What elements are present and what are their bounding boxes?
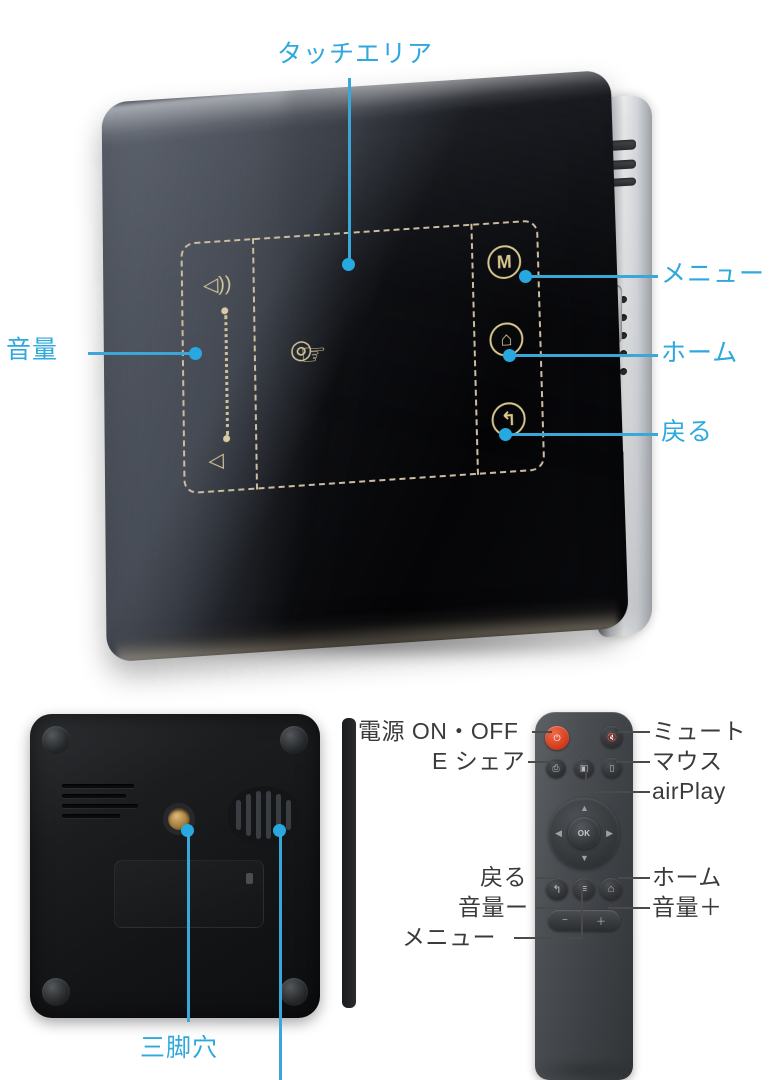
base-view-edge-sliver: [342, 718, 356, 1008]
rubber-foot: [280, 978, 308, 1006]
vent-callout-dot: [273, 824, 286, 837]
projector-top-view: ◁)) ◁ ☞ ◎ M ⌂ ↰ タッチエリア 音量 メニュー ホーム: [0, 0, 777, 680]
tripod-callout-dot: [181, 824, 194, 837]
volume-down-label: 音量ー: [458, 894, 529, 920]
touch-area-leader: [348, 78, 351, 263]
volume-up-label: 音量＋: [652, 894, 723, 920]
remote-menu-leader-h: [514, 937, 582, 939]
door-latch: [246, 873, 253, 884]
remote-ok-button[interactable]: OK: [568, 817, 600, 849]
mouse-leader: [616, 761, 650, 763]
rubber-foot: [42, 978, 70, 1006]
menu-label: メニュー: [661, 260, 766, 288]
remote-dpad[interactable]: ▲ ▼ ◀ ▶ OK: [549, 798, 619, 868]
remote-home-button[interactable]: ⌂: [600, 878, 622, 900]
power-on-off-label: 電源 ON・OFF: [358, 718, 519, 744]
device-base-body: [30, 714, 320, 1018]
touch-area-label: タッチエリア: [277, 40, 434, 68]
remote-eshare-button[interactable]: ⎙: [546, 758, 566, 778]
eshare-leader: [528, 761, 554, 763]
remote-back-label: 戻る: [480, 864, 527, 890]
remote-control-view: ⏻ 🔇 ⎙ ▣ ▯ ▲ ▼ ◀ ▶ OK ↰ ≡ ⌂ − ＋: [342, 700, 777, 1080]
vent-leader: [279, 834, 282, 1080]
hand-tap-ring-icon: ◎: [289, 333, 313, 365]
rubber-foot: [42, 726, 70, 754]
rubber-foot: [280, 726, 308, 754]
remote-home-leader: [618, 877, 650, 879]
speaker-low-icon: ◁: [208, 449, 224, 473]
volume-label: 音量: [6, 336, 59, 364]
airplay-leader-v: [585, 766, 587, 792]
device-drop-shadow: [120, 626, 620, 660]
remote-body: ⏻ 🔇 ⎙ ▣ ▯ ▲ ▼ ◀ ▶ OK ↰ ≡ ⌂ − ＋: [535, 712, 633, 1080]
touch-area-callout-dot: [342, 258, 355, 271]
volume-minus-icon[interactable]: −: [562, 915, 568, 926]
dpad-up-icon[interactable]: ▲: [580, 803, 589, 813]
volume-leader: [88, 352, 198, 355]
airplay-label: airPlay: [652, 778, 726, 804]
menu-callout-dot: [519, 270, 532, 283]
dpad-left-icon[interactable]: ◀: [555, 828, 562, 838]
menu-leader: [528, 275, 658, 278]
volume-plus-icon[interactable]: ＋: [595, 917, 606, 928]
remote-mute-button[interactable]: 🔇: [601, 726, 623, 748]
remote-menu-label: メニュー: [402, 924, 496, 950]
remote-menu-button[interactable]: ≡: [573, 878, 595, 900]
intake-louvre: [62, 784, 134, 788]
remote-menu-leader-v: [581, 882, 583, 938]
back-label: 戻る: [661, 418, 714, 446]
intake-louvre: [62, 794, 126, 798]
speaker-high-icon: ◁)): [202, 273, 232, 297]
remote-drop-shadow: [530, 1060, 640, 1080]
mute-label: ミュート: [652, 718, 746, 744]
back-leader: [508, 433, 658, 436]
remote-airplay-button[interactable]: ▣: [574, 758, 594, 778]
tripod-leader: [187, 834, 190, 1022]
intake-louvre: [62, 804, 138, 808]
projector-base-view: 三脚穴: [0, 706, 350, 1080]
remote-home-label: ホーム: [652, 864, 722, 890]
airplay-leader-h: [586, 791, 650, 793]
home-label: ホーム: [661, 339, 739, 367]
home-leader: [512, 354, 658, 357]
remote-mouse-button[interactable]: ▯: [602, 758, 622, 778]
home-callout-dot: [503, 349, 516, 362]
tripod-label: 三脚穴: [140, 1034, 219, 1062]
remote-volume-rocker[interactable]: − ＋: [548, 910, 620, 931]
remote-back-leader: [536, 877, 556, 879]
side-vent-dot: [620, 367, 627, 376]
volume-down-leader: [536, 907, 556, 909]
power-leader: [532, 731, 552, 733]
volume-up-leader: [608, 907, 650, 909]
intake-louvre: [62, 814, 120, 818]
volume-callout-dot: [189, 347, 202, 360]
mute-leader: [618, 731, 650, 733]
remote-power-button[interactable]: ⏻: [545, 726, 569, 750]
exhaust-vent-icon: [228, 786, 300, 846]
eshare-label: E シェア: [432, 748, 526, 774]
device-top-glossy-face: ◁)) ◁ ☞ ◎ M ⌂ ↰: [101, 69, 629, 663]
mouse-label: マウス: [652, 748, 723, 774]
back-callout-dot: [499, 428, 512, 441]
dpad-down-icon[interactable]: ▼: [580, 853, 589, 863]
dpad-right-icon[interactable]: ▶: [606, 828, 613, 838]
remote-back-button[interactable]: ↰: [546, 878, 568, 900]
